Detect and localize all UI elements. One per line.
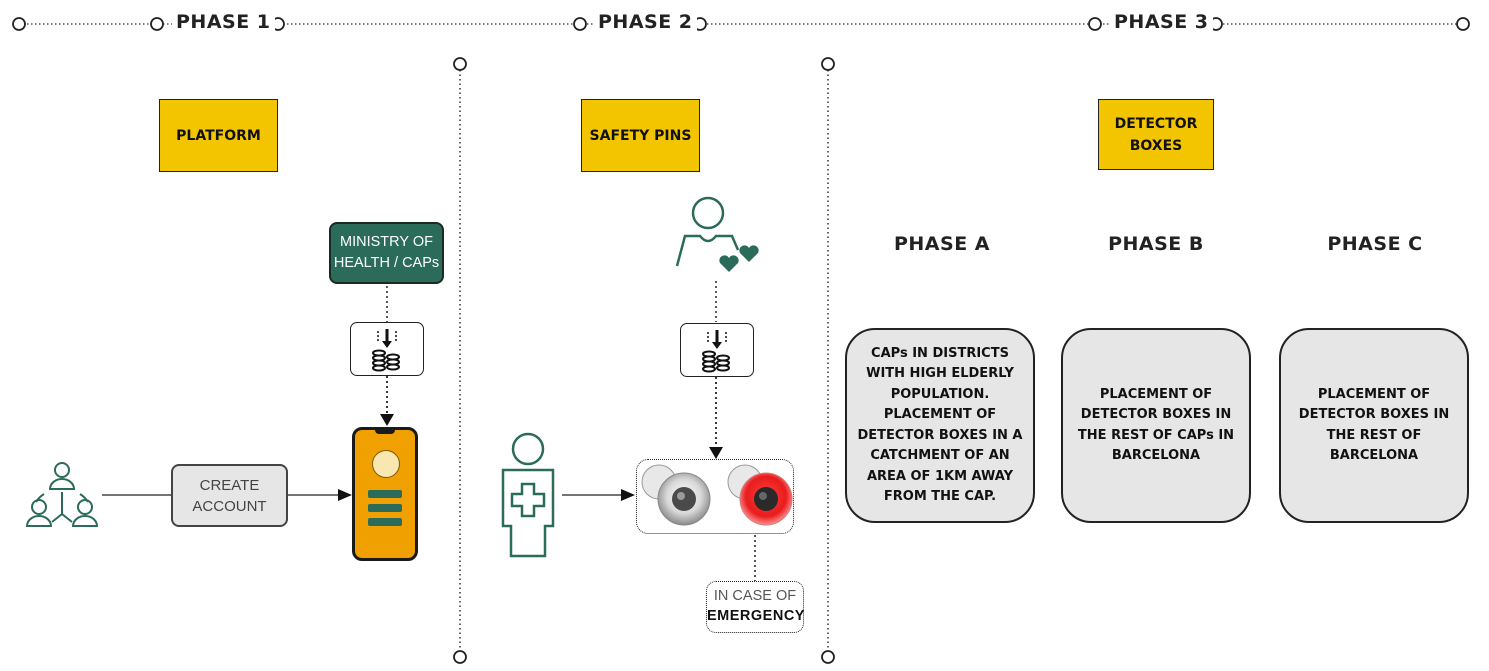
app-button [368,490,402,498]
phase-a-title: PHASE A [893,233,990,255]
emergency-label-top: IN CASE OF [713,588,797,604]
timeline-node [12,17,26,31]
elderly-person-heart-icon [675,196,740,267]
timeline-node [1088,17,1102,31]
funds-box [680,323,754,377]
emergency-label-bottom: EMERGENCY [707,608,805,624]
timeline-phase-3-label: PHASE 3 [1110,11,1213,33]
divider-node [821,650,835,664]
health-worker-icon [501,432,555,558]
safety-pins-group [636,459,794,534]
platform-box: PLATFORM [159,99,278,172]
phase-b-title: PHASE B [1108,233,1204,255]
app-button [368,518,402,526]
arrowhead [621,489,635,501]
divider-node [821,57,835,71]
phone-notch [375,430,395,434]
arrowhead [338,489,352,501]
phase-c-card: PLACEMENT OF DETECTOR BOXES IN THE REST … [1279,328,1469,523]
heart-icon [719,245,759,272]
phase-c-title: PHASE C [1327,233,1423,255]
smartphone-app-icon [352,427,418,561]
create-account-box: CREATE ACCOUNT [171,464,288,527]
timeline-node [573,17,587,31]
group-icon [25,462,99,527]
phase-a-card: CAPs IN DISTRICTS WITH HIGH ELDERLY POPU… [845,328,1035,523]
divider-node [453,650,467,664]
timeline-node [150,17,164,31]
timeline-node [1456,17,1470,31]
app-logo [372,450,400,478]
safety-pins-box: SAFETY PINS [581,99,700,172]
divider-node [453,57,467,71]
timeline-phase-2-label: PHASE 2 [594,11,697,33]
coins-download-icon [702,330,730,373]
arrowhead [709,447,723,459]
coins-download-icon [372,329,400,372]
arrowhead [380,414,394,426]
funds-box [350,322,424,376]
safety-pin-icon [641,464,793,526]
detector-boxes-box: DETECTOR BOXES [1098,99,1214,170]
timeline-phase-1-label: PHASE 1 [172,11,275,33]
phase-b-card: PLACEMENT OF DETECTOR BOXES IN THE REST … [1061,328,1251,523]
ministry-of-health-box: MINISTRY OF HEALTH / CAPs [329,222,444,284]
app-button [368,504,402,512]
emergency-label: IN CASE OF EMERGENCY [706,581,804,633]
